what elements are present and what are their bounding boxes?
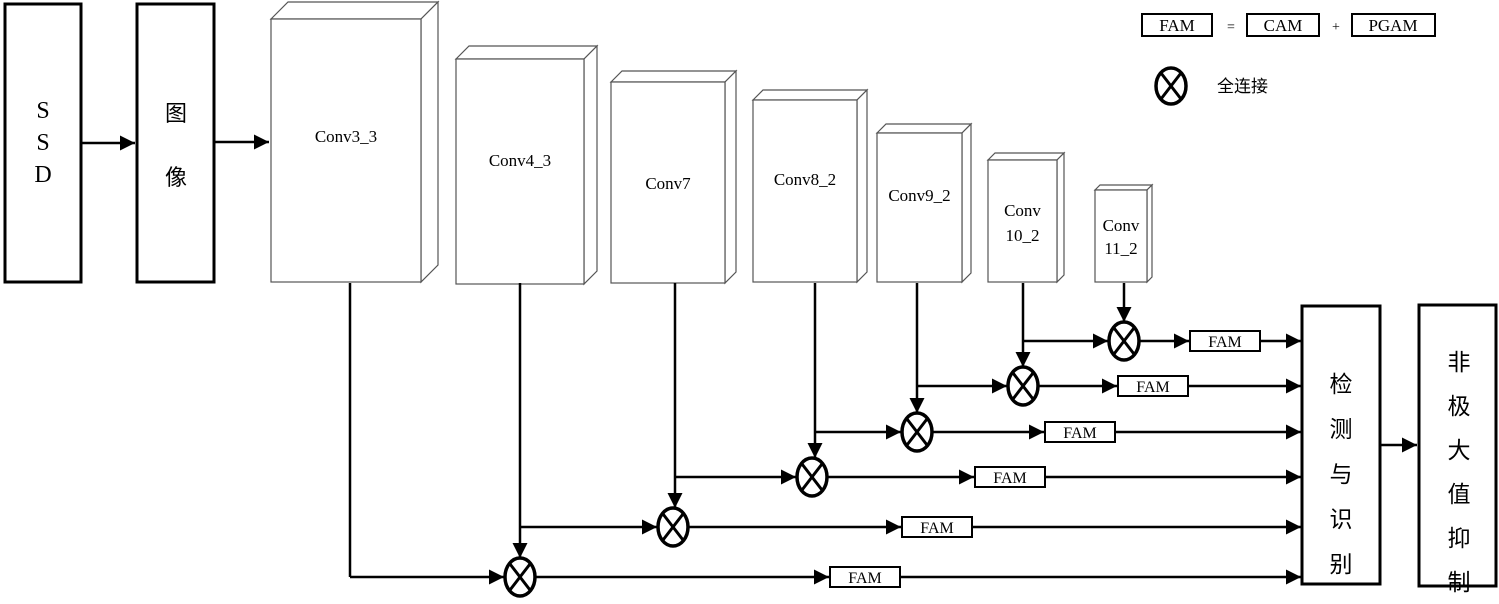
fam-module: FAM <box>1189 330 1261 352</box>
connections: FAM FAM FAM FAM FAM FAM <box>348 283 1301 598</box>
conv-block-conv8-2: Conv8_2 <box>751 88 869 284</box>
nms-label-char: 值 <box>1448 482 1471 508</box>
fam-module: FAM <box>974 466 1046 488</box>
fam-module: FAM <box>829 566 901 588</box>
fam-label: FAM <box>1063 425 1097 442</box>
conv-block-conv9-2: Conv9_2 <box>875 122 973 284</box>
image-label-0: 图 <box>165 102 187 127</box>
nms-label-char: 制 <box>1448 570 1471 596</box>
detection-label-char: 检 <box>1330 372 1353 398</box>
fam-label: FAM <box>993 470 1027 487</box>
legend-fusion-meaning: 全连接 <box>1217 77 1268 97</box>
fusion-node-icon <box>656 506 690 548</box>
conv-block-conv11-2: Conv 11_2 <box>1093 183 1154 284</box>
fusion-node-icon <box>1107 320 1141 362</box>
fusion-node-icon <box>900 411 934 453</box>
legend-plus: + <box>1332 20 1340 35</box>
nms-label-char: 非 <box>1448 350 1471 376</box>
detection-label-char: 识 <box>1330 507 1353 533</box>
legend-cam: CAM <box>1264 16 1303 35</box>
conv-label: Conv7 <box>645 174 691 193</box>
fam-label: FAM <box>920 520 954 537</box>
legend: FAM = CAM + PGAM 全连接 <box>1141 13 1436 106</box>
fusion-node-icon <box>795 456 829 498</box>
ssd-label-2: D <box>34 162 51 188</box>
fusion-node-icon <box>1006 365 1040 407</box>
conv-label: Conv9_2 <box>888 186 950 205</box>
conv-block-conv10-2: Conv 10_2 <box>986 151 1066 284</box>
conv-label: 11_2 <box>1104 239 1137 258</box>
fam-label: FAM <box>1208 334 1242 351</box>
nms-label-char: 大 <box>1448 438 1471 464</box>
conv-label: Conv4_3 <box>489 151 551 170</box>
nms-label-char: 抑 <box>1448 526 1471 552</box>
detection-label-char: 与 <box>1330 462 1353 488</box>
ssd-block: S S D <box>3 2 83 284</box>
image-block: 图 像 <box>135 2 216 284</box>
fam-module: FAM <box>1044 421 1116 443</box>
legend-pgam: PGAM <box>1368 16 1417 35</box>
fam-module: FAM <box>1117 375 1189 397</box>
fam-module: FAM <box>901 516 973 538</box>
detection-label-char: 测 <box>1330 417 1353 443</box>
conv-block-conv7: Conv7 <box>609 69 738 285</box>
fusion-symbol-icon <box>1154 66 1188 106</box>
nms-label-char: 极 <box>1448 394 1471 420</box>
fusion-node-icon <box>503 556 537 598</box>
conv-block-conv4-3: Conv4_3 <box>454 44 599 286</box>
ssd-label-1: S <box>36 130 49 156</box>
fam-label: FAM <box>848 570 882 587</box>
legend-equals: = <box>1227 20 1235 35</box>
fam-label: FAM <box>1136 379 1170 396</box>
detection-label-char: 别 <box>1330 552 1353 578</box>
conv-block-conv3-3: Conv3_3 <box>269 0 440 284</box>
conv-label: Conv3_3 <box>315 127 377 146</box>
conv-label: Conv8_2 <box>774 170 836 189</box>
legend-fam: FAM <box>1159 16 1195 35</box>
image-label-1: 像 <box>165 166 187 191</box>
conv-label: 10_2 <box>1006 226 1040 245</box>
conv-label: Conv <box>1004 201 1041 220</box>
conv-label: Conv <box>1103 216 1140 235</box>
ssd-label-0: S <box>36 98 49 124</box>
